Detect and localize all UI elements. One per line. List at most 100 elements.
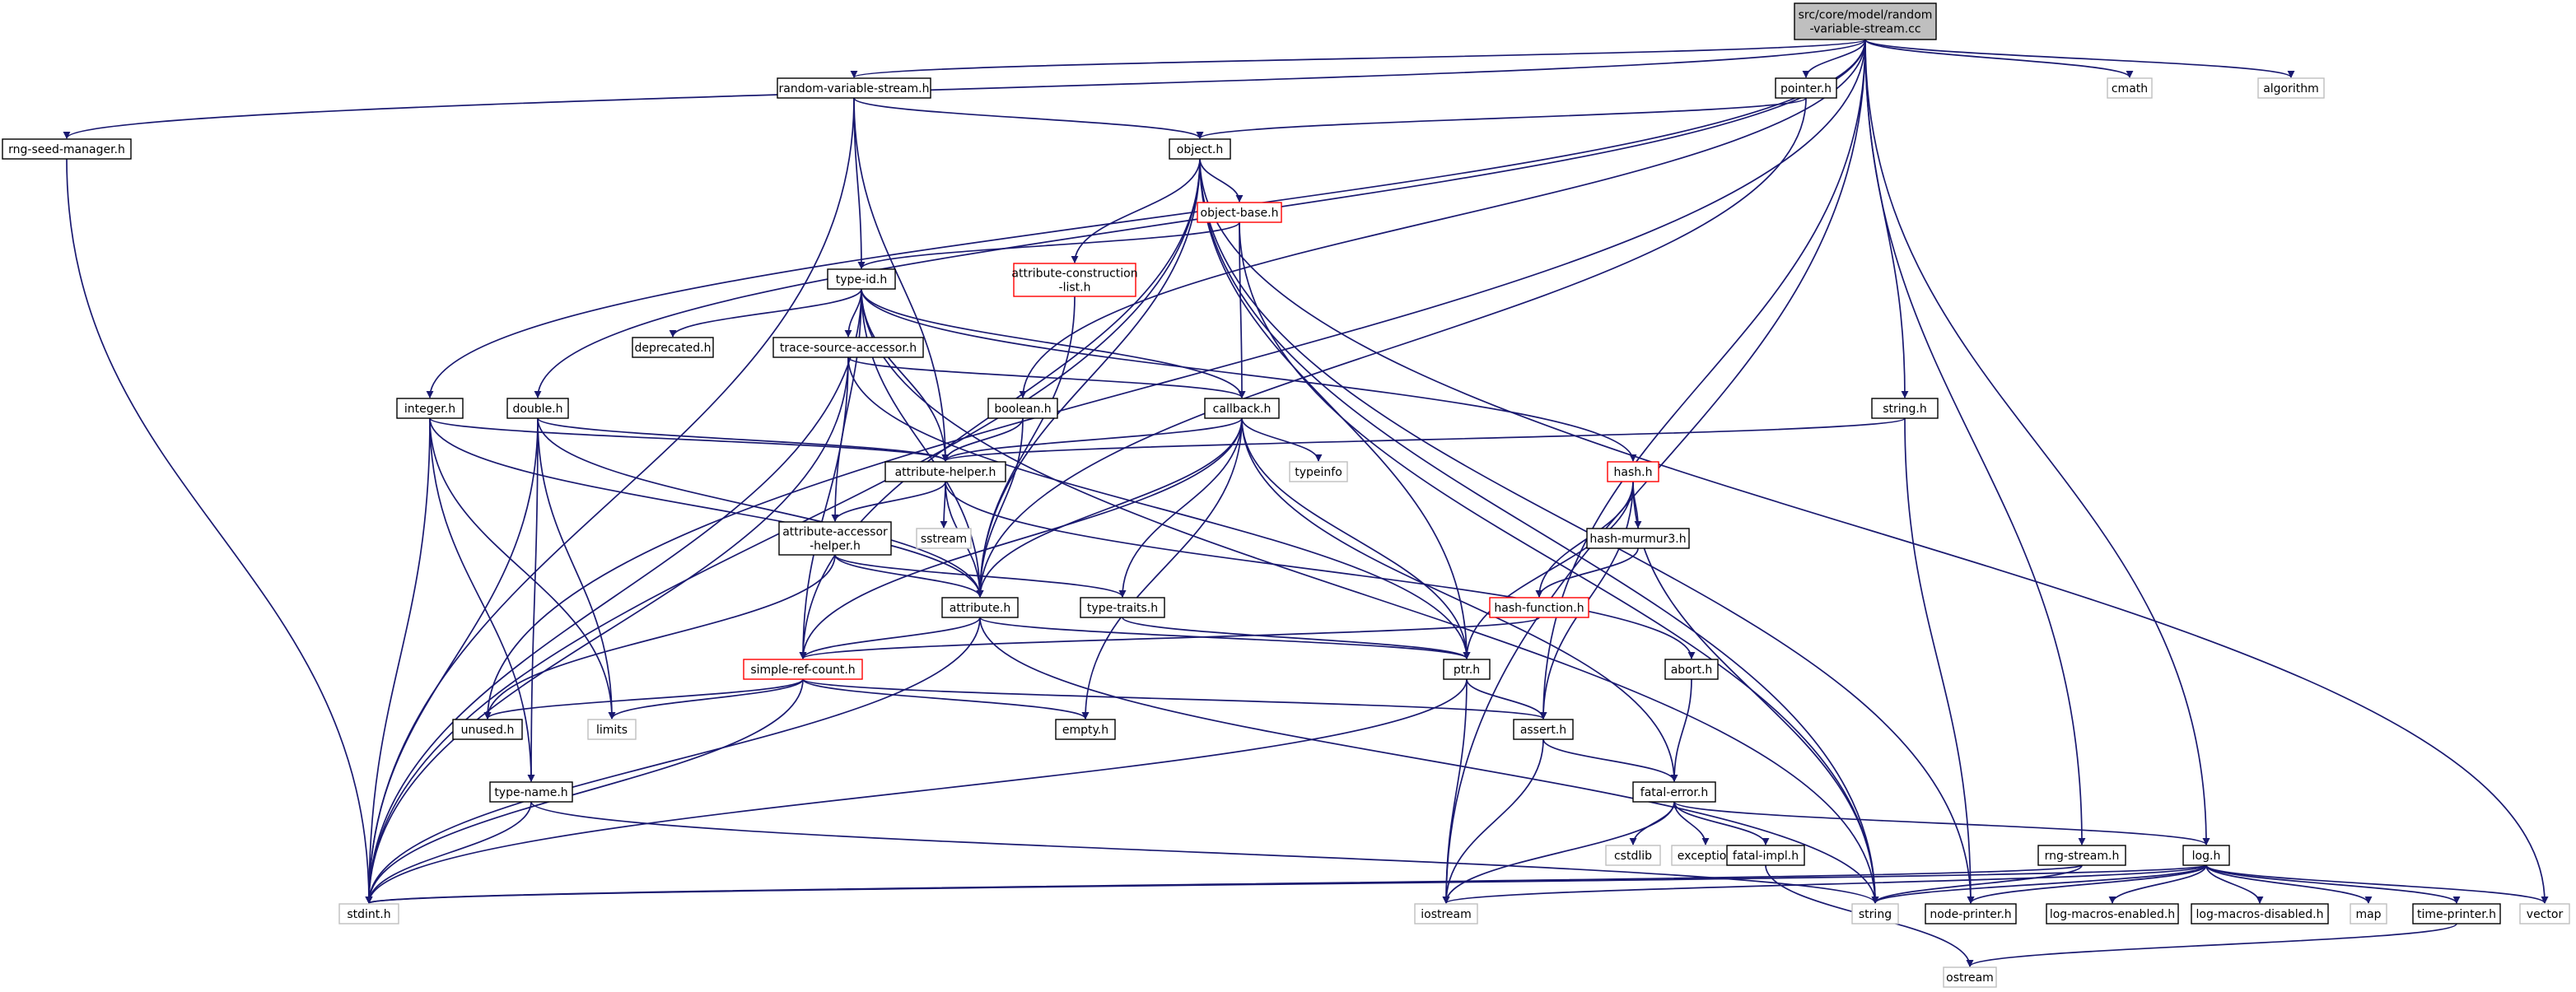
node-simple-ref-count[interactable]: simple-ref-count.h — [743, 659, 863, 680]
node-fatal-impl[interactable]: fatal-impl.h — [1726, 845, 1805, 866]
edge-root-to-unused — [483, 39, 1866, 720]
node-label: attribute-helper.h — [895, 466, 996, 479]
node-object[interactable]: object.h — [1169, 138, 1231, 160]
edge-fatal-error-to-iostream — [1442, 801, 1675, 904]
node-label: attribute-accessor — [782, 526, 888, 539]
node-label: log-macros-disabled.h — [2196, 908, 2324, 921]
node-string-h[interactable]: string.h — [1871, 398, 1939, 419]
node-rng-seed-manager[interactable]: rng-seed-manager.h — [2, 138, 132, 160]
node-log[interactable]: log.h — [2182, 845, 2230, 866]
edge-root-to-log — [1864, 39, 2210, 845]
node-node-printer[interactable]: node-printer.h — [1925, 903, 2017, 924]
node-label: pointer.h — [1780, 82, 1832, 95]
node-double[interactable]: double.h — [506, 398, 569, 419]
node-object-base[interactable]: object-base.h — [1197, 202, 1282, 223]
edge-assert-to-fatal-error — [1542, 738, 1678, 782]
node-label: attribute-construction — [1011, 268, 1137, 281]
node-root[interactable]: src/core/model/random-variable-stream.cc — [1794, 2, 1937, 40]
node-attribute-helper[interactable]: attribute-helper.h — [884, 461, 1006, 482]
node-box — [1775, 77, 1837, 99]
node-log-macros-enabled[interactable]: log-macros-enabled.h — [2046, 903, 2179, 924]
node-label: type-traits.h — [1087, 602, 1158, 615]
node-type-traits[interactable]: type-traits.h — [1080, 597, 1165, 618]
node-pointer[interactable]: pointer.h — [1775, 77, 1837, 99]
node-box — [2191, 903, 2329, 924]
edge-hash-to-ptr — [1463, 481, 1634, 659]
node-box — [2, 138, 132, 160]
node-cstdlib[interactable]: cstdlib — [1605, 845, 1661, 866]
node-limits[interactable]: limits — [587, 719, 637, 740]
node-box — [1055, 719, 1116, 740]
node-trace-source-accessor[interactable]: trace-source-accessor.h — [772, 337, 924, 358]
node-abort[interactable]: abort.h — [1664, 659, 1719, 680]
node-hash-murmur3[interactable]: hash-murmur3.h — [1586, 528, 1690, 549]
node-random-variable-stream[interactable]: random-variable-stream.h — [777, 77, 931, 99]
node-label: boolean.h — [994, 403, 1051, 416]
edge-trace-source-accessor-to-ptr — [847, 356, 1471, 659]
node-log-macros-disabled[interactable]: log-macros-disabled.h — [2191, 903, 2329, 924]
node-label: unused.h — [461, 724, 515, 737]
node-attribute-construction-list[interactable]: attribute-construction-list.h — [1011, 263, 1138, 297]
node-type-name[interactable]: type-name.h — [489, 781, 573, 803]
node-deprecated[interactable]: deprecated.h — [632, 337, 714, 358]
node-box — [1443, 659, 1491, 680]
edge-root-to-random-variable-stream — [850, 39, 1866, 78]
node-integer[interactable]: integer.h — [396, 398, 464, 419]
node-stdint[interactable]: stdint.h — [338, 903, 399, 924]
node-unused[interactable]: unused.h — [452, 719, 523, 740]
node-box — [1586, 528, 1690, 549]
node-label: node-printer.h — [1930, 908, 2011, 921]
node-label: type-id.h — [836, 273, 887, 286]
edge-log-to-log-macros-disabled — [2205, 864, 2264, 904]
node-map[interactable]: map — [2350, 903, 2387, 924]
edge-assert-to-iostream — [1442, 738, 1544, 904]
node-type-id[interactable]: type-id.h — [827, 268, 896, 290]
node-vector[interactable]: vector — [2519, 903, 2570, 924]
edge-callback-to-ptr — [1241, 417, 1471, 659]
node-hash[interactable]: hash.h — [1607, 461, 1659, 482]
node-label: stdint.h — [347, 908, 390, 921]
node-label: -helper.h — [810, 540, 861, 553]
node-label: -variable-stream.cc — [1809, 23, 1920, 36]
edge-log-to-node-printer — [1967, 864, 2207, 904]
node-rng-stream[interactable]: rng-stream.h — [2037, 845, 2126, 866]
node-label: sstream — [921, 533, 967, 546]
node-typeinfo[interactable]: typeinfo — [1289, 461, 1348, 482]
node-box — [1664, 659, 1719, 680]
edge-simple-ref-count-to-empty — [802, 678, 1090, 720]
node-empty[interactable]: empty.h — [1055, 719, 1116, 740]
edge-integer-to-type-name — [429, 417, 535, 782]
node-time-printer[interactable]: time-printer.h — [2412, 903, 2501, 924]
node-box — [2107, 77, 2153, 99]
node-label: rng-seed-manager.h — [8, 143, 125, 156]
node-assert[interactable]: assert.h — [1513, 719, 1574, 740]
edge-fatal-error-to-fatal-impl — [1673, 801, 1770, 845]
edge-root-to-rng-seed-manager — [63, 39, 1866, 139]
edge-pointer-to-attribute — [976, 97, 1807, 598]
edge-object-to-attribute — [976, 158, 1201, 598]
node-hash-function[interactable]: hash-function.h — [1489, 597, 1589, 618]
node-box — [1204, 398, 1280, 419]
node-label: typeinfo — [1295, 466, 1342, 479]
node-callback[interactable]: callback.h — [1204, 398, 1280, 419]
node-label: string.h — [1883, 403, 1927, 416]
edge-pointer-to-object — [1196, 97, 1807, 139]
node-ptr[interactable]: ptr.h — [1443, 659, 1491, 680]
node-boolean[interactable]: boolean.h — [987, 398, 1058, 419]
node-string-std[interactable]: string — [1851, 903, 1899, 924]
node-cmath[interactable]: cmath — [2107, 77, 2153, 99]
node-attribute-accessor-helper[interactable]: attribute-accessor-helper.h — [778, 521, 892, 556]
node-fatal-error[interactable]: fatal-error.h — [1632, 781, 1716, 803]
edge-callback-to-simple-ref-count — [799, 417, 1243, 659]
node-attribute[interactable]: attribute.h — [941, 597, 1019, 618]
node-label: cstdlib — [1614, 850, 1652, 863]
node-box — [2037, 845, 2126, 866]
node-ostream[interactable]: ostream — [1943, 966, 1997, 988]
node-box — [506, 398, 569, 419]
node-algorithm[interactable]: algorithm — [2257, 77, 2325, 99]
node-sstream[interactable]: sstream — [916, 528, 972, 549]
node-iostream[interactable]: iostream — [1414, 903, 1478, 924]
node-box — [338, 903, 399, 924]
edge-root-to-assert — [1539, 39, 1866, 720]
